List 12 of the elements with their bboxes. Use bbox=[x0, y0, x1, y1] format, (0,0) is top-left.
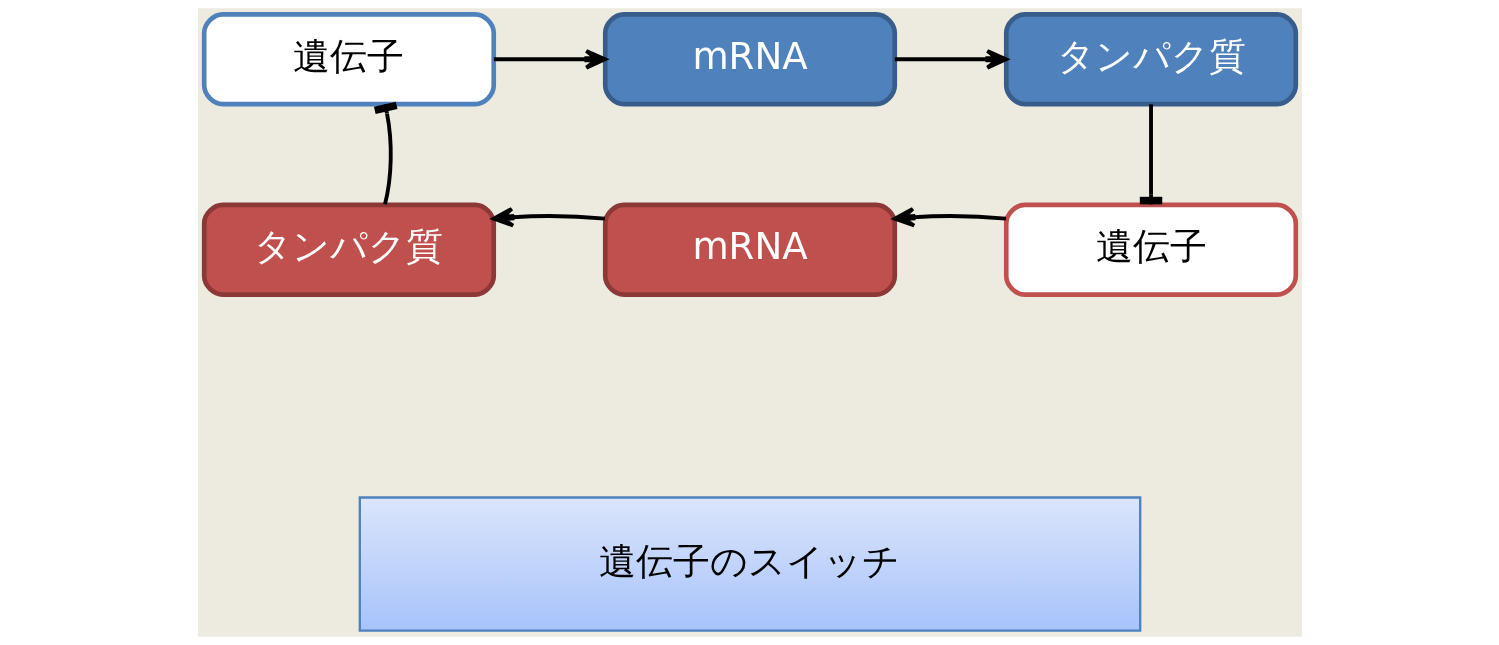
node-box: 遺伝子のスイッチ bbox=[358, 496, 1141, 632]
connector bbox=[373, 101, 397, 205]
arrow bbox=[894, 48, 1008, 70]
node-box: タンパク質 bbox=[201, 202, 496, 297]
node-box: タンパク質 bbox=[1003, 12, 1298, 107]
arrow bbox=[892, 206, 1006, 228]
node-box: mRNA bbox=[602, 202, 897, 297]
node-box: mRNA bbox=[602, 12, 897, 107]
node-box: 遺伝子 bbox=[1003, 202, 1298, 297]
arrow bbox=[491, 206, 605, 228]
node-box: 遺伝子 bbox=[201, 12, 496, 107]
arrow bbox=[493, 48, 607, 70]
